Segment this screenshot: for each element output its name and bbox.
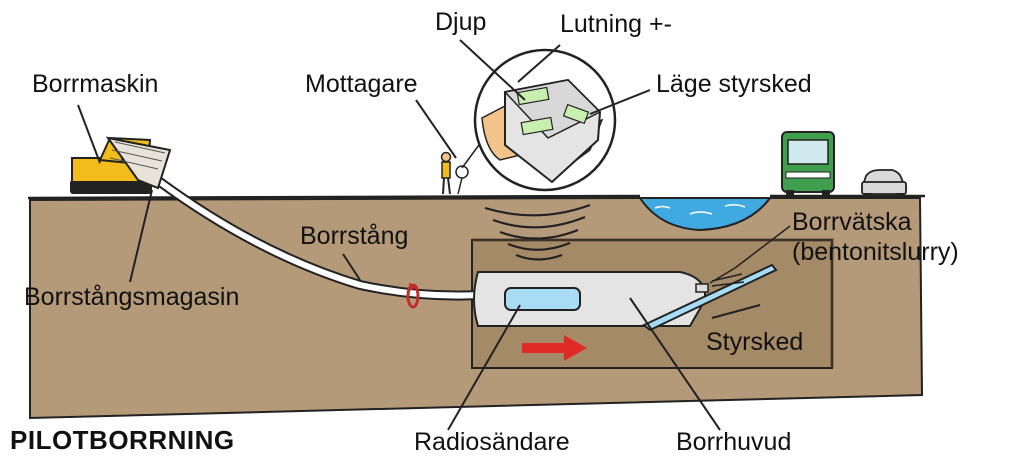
direction-arrow: [522, 335, 587, 361]
label-bentonit: (bentonitslurry): [792, 238, 959, 266]
drilling-fluid-spray: [709, 225, 791, 287]
radio-transmitter: [504, 287, 581, 311]
leader-lines: [77, 39, 761, 431]
steering-shoe: [642, 263, 778, 332]
receiver-operator: [440, 151, 469, 195]
label-djup: Djup: [435, 8, 487, 36]
pond-water: [638, 197, 772, 232]
label-borrhuvud: Borrhuvud: [676, 428, 792, 456]
label-borrvatska: Borrvätska: [792, 208, 912, 236]
label-borrstang: Borrstång: [300, 222, 409, 250]
label-mottagare: Mottagare: [305, 70, 418, 98]
bus: [781, 131, 835, 196]
label-styrsked: Styrsked: [706, 328, 804, 356]
label-radiosandare: Radiosändare: [414, 428, 570, 456]
rotation-arrow: [406, 283, 420, 309]
label-borrmaskin: Borrmaskin: [32, 70, 159, 98]
label-lutning: Lutning +-: [560, 10, 672, 38]
radio-signal-waves: [484, 203, 591, 261]
label-lage-styrsked: Läge styrsked: [656, 70, 812, 98]
label-borrstangsmagasin: Borrstångsmagasin: [24, 283, 240, 311]
diagram-title: PILOTBORRNING: [10, 425, 235, 455]
receiver-detail-bubble: [461, 48, 617, 192]
drilling-machine: [70, 136, 172, 194]
car: [860, 169, 908, 198]
